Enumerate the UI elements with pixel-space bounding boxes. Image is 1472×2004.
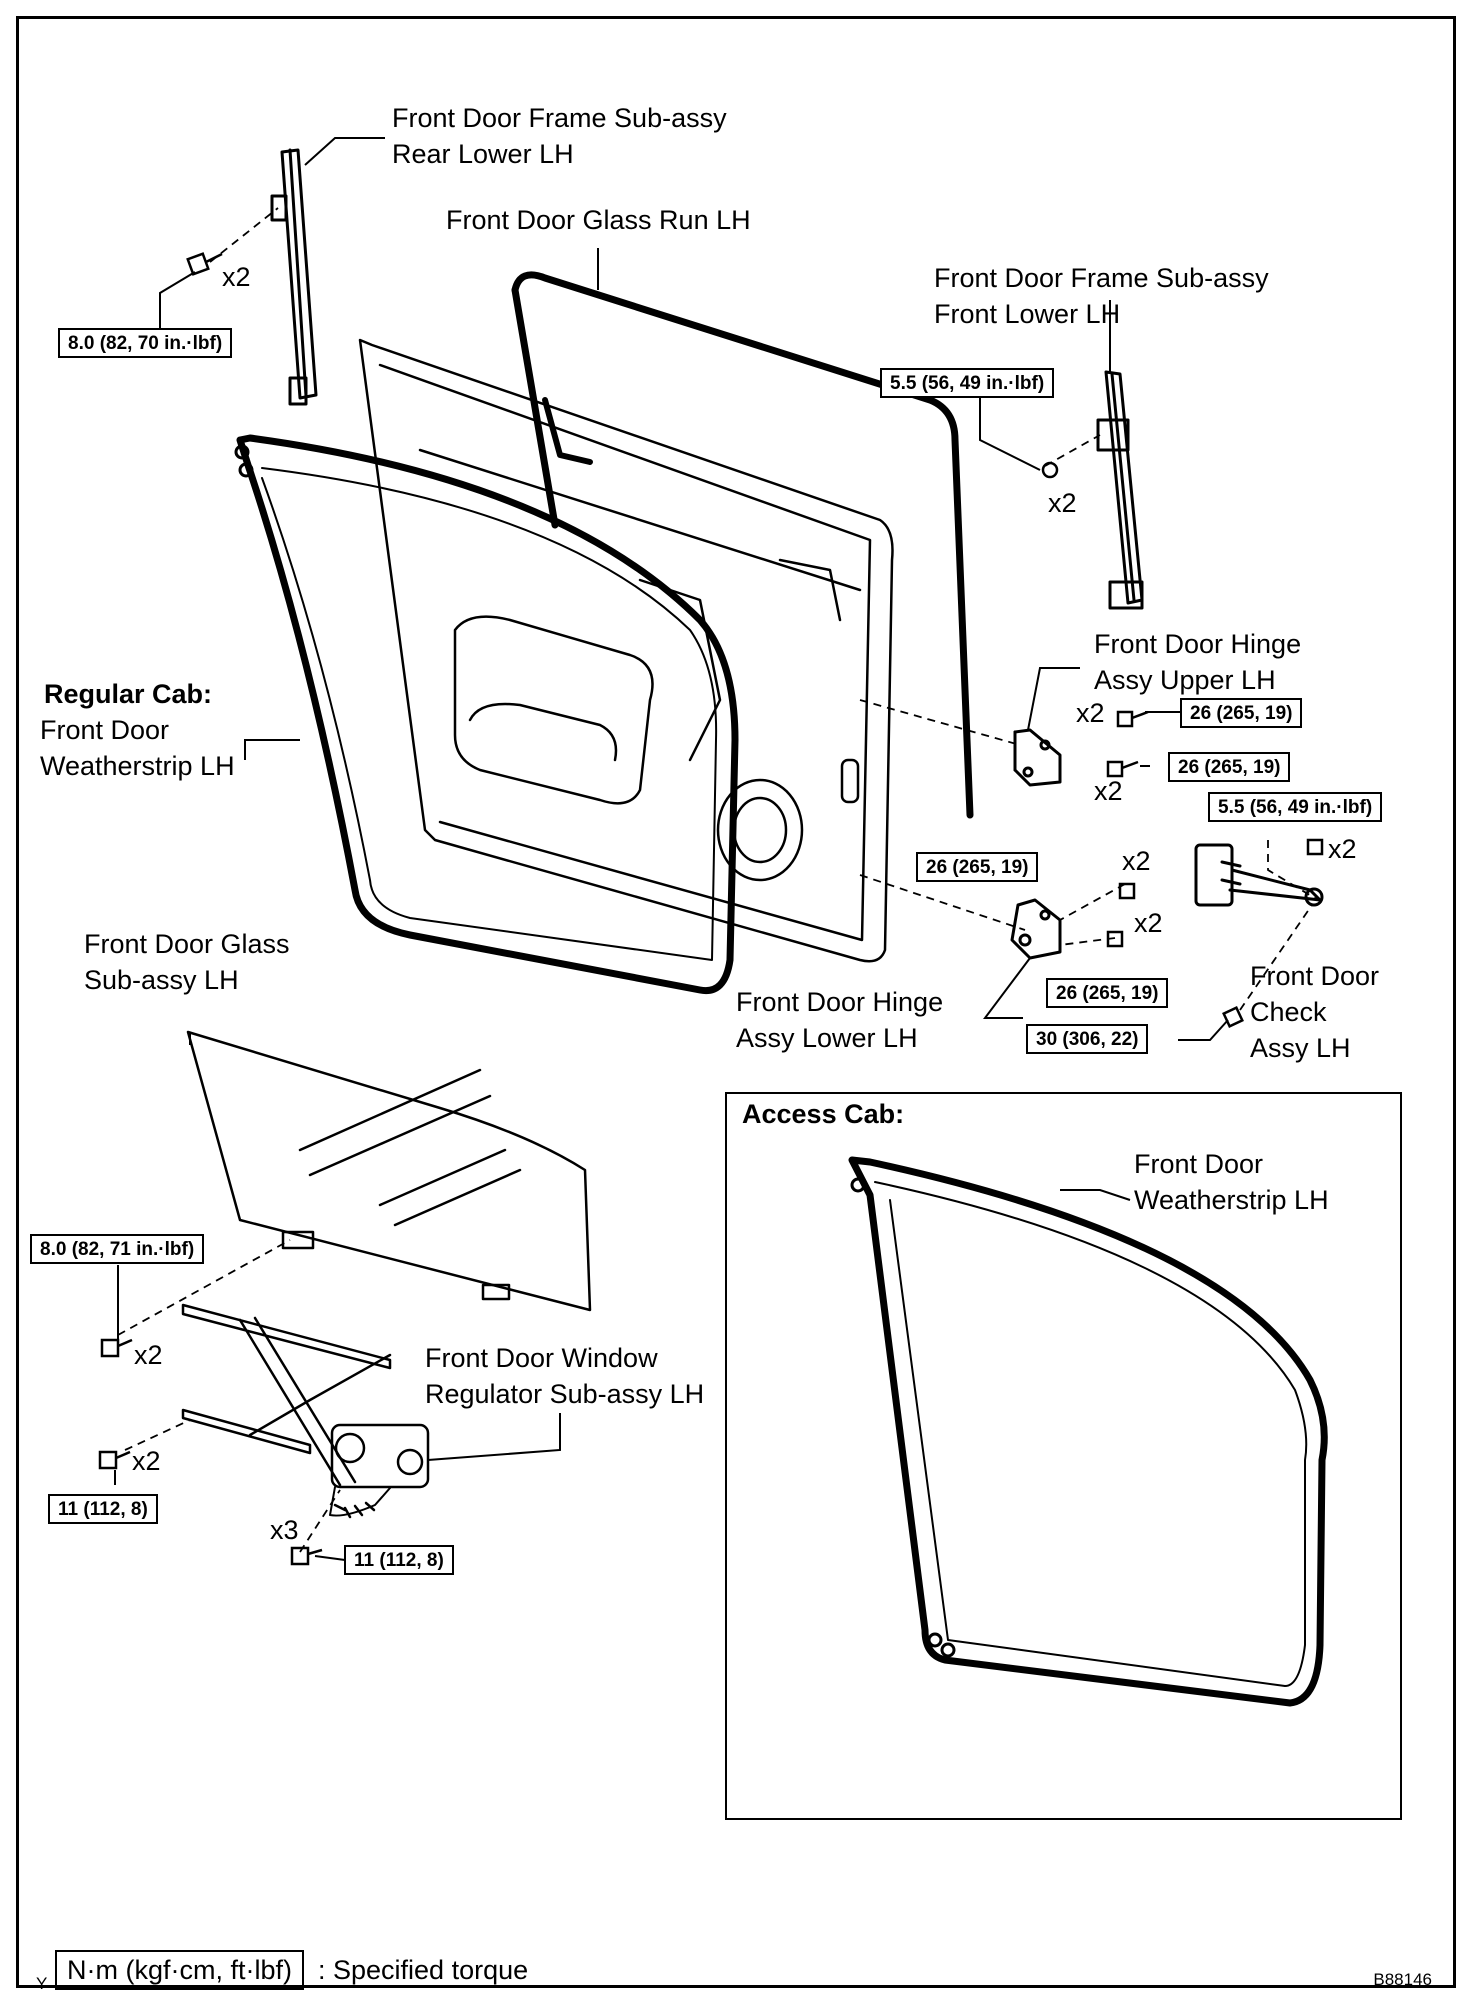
front-lower-frame-label-line1: Front Door Frame Sub-assy bbox=[934, 263, 1269, 293]
glass-run-label: Front Door Glass Run LH bbox=[446, 205, 751, 235]
rear-lower-frame-part bbox=[270, 148, 318, 406]
check-label-line2: Check bbox=[1250, 997, 1327, 1027]
qty-regulator-2: x3 bbox=[270, 1515, 299, 1545]
diagram-frame bbox=[16, 16, 1456, 1988]
torque-check-nut: 5.5 (56, 49 in.·lbf) bbox=[1208, 792, 1383, 822]
glass-run-part bbox=[511, 271, 974, 819]
hinge-lower-label-line1: Front Door Hinge bbox=[736, 987, 944, 1017]
torque-check-bolt: 30 (306, 22) bbox=[1026, 1024, 1149, 1054]
front-lower-frame-label-line2: Front Lower LH bbox=[934, 299, 1121, 329]
regular-cab-heading: Regular Cab: bbox=[44, 679, 213, 709]
access-weatherstrip-label-line2: Weatherstrip LH bbox=[1134, 1185, 1329, 1215]
torque-rear-frame: 8.0 (82, 70 in.·lbf) bbox=[58, 328, 233, 358]
access-cab-weatherstrip-part bbox=[848, 1156, 1328, 1707]
leader-lines bbox=[114, 137, 1229, 1561]
check-label-line1: Front Door bbox=[1250, 961, 1380, 991]
torque-regulator-1: 11 (112, 8) bbox=[48, 1494, 158, 1524]
upper-hinge-part bbox=[1013, 728, 1062, 787]
glass-label-line1: Front Door Glass bbox=[84, 929, 290, 959]
qty-rear-frame: x2 bbox=[222, 262, 251, 292]
torque-hinge-upper-1: 26 (265, 19) bbox=[1180, 698, 1303, 728]
check-label-line3: Assy LH bbox=[1250, 1033, 1351, 1063]
qty-regulator-1: x2 bbox=[132, 1446, 161, 1476]
rear-lower-frame-label-line2: Rear Lower LH bbox=[392, 139, 574, 169]
weatherstrip-label-line1: Front Door bbox=[40, 715, 170, 745]
regulator-label-line2: Regulator Sub-assy LH bbox=[425, 1379, 705, 1409]
torque-hinge-upper-2: 26 (265, 19) bbox=[1168, 752, 1291, 782]
legend-unit-box: N·m (kgf·cm, ft·lbf) bbox=[55, 1950, 304, 1990]
hinge-upper-label-line1: Front Door Hinge bbox=[1094, 629, 1302, 659]
torque-front-frame: 5.5 (56, 49 in.·lbf) bbox=[880, 368, 1055, 398]
weatherstrip-label-line2: Weatherstrip LH bbox=[40, 751, 235, 781]
corner-mark: Y bbox=[36, 1974, 48, 1993]
qty-hinge-upper-1: x2 bbox=[1076, 698, 1105, 728]
access-weatherstrip-label-line1: Front Door bbox=[1134, 1149, 1264, 1179]
front-lower-frame-part bbox=[1096, 370, 1144, 610]
regular-cab-weatherstrip-part bbox=[234, 434, 739, 995]
torque-hinge-lower-1: 26 (265, 19) bbox=[916, 852, 1039, 882]
lower-hinge-part bbox=[1010, 898, 1062, 960]
regulator-label-line1: Front Door Window bbox=[425, 1343, 658, 1373]
rear-lower-frame-label-line1: Front Door Frame Sub-assy bbox=[392, 103, 727, 133]
qty-hinge-lower-1: x2 bbox=[1122, 846, 1151, 876]
qty-glass: x2 bbox=[134, 1340, 163, 1370]
legend-description: : Specified torque bbox=[318, 1955, 529, 1985]
glass-label-line2: Sub-assy LH bbox=[84, 965, 239, 995]
figure-id: B88146 bbox=[1373, 1970, 1432, 1989]
door-panel-part bbox=[358, 338, 894, 963]
torque-regulator-2: 11 (112, 8) bbox=[344, 1545, 454, 1575]
torque-hinge-lower-2: 26 (265, 19) bbox=[1046, 978, 1169, 1008]
window-regulator-part bbox=[181, 1303, 430, 1519]
fasteners bbox=[98, 252, 1324, 1566]
hinge-lower-label-line2: Assy Lower LH bbox=[736, 1023, 918, 1053]
door-check-part bbox=[1194, 843, 1324, 907]
access-cab-heading: Access Cab: bbox=[742, 1099, 905, 1129]
qty-hinge-upper-2: x2 bbox=[1094, 776, 1123, 806]
door-glass-part bbox=[186, 1030, 592, 1312]
qty-front-frame: x2 bbox=[1048, 488, 1077, 518]
torque-glass: 8.0 (82, 71 in.·lbf) bbox=[30, 1234, 205, 1264]
dashed-guides bbox=[117, 207, 1319, 1553]
hinge-upper-label-line2: Assy Upper LH bbox=[1094, 665, 1276, 695]
qty-check-nut: x2 bbox=[1328, 834, 1357, 864]
qty-hinge-lower-2: x2 bbox=[1134, 908, 1163, 938]
access-cab-panel bbox=[725, 1092, 1402, 1820]
